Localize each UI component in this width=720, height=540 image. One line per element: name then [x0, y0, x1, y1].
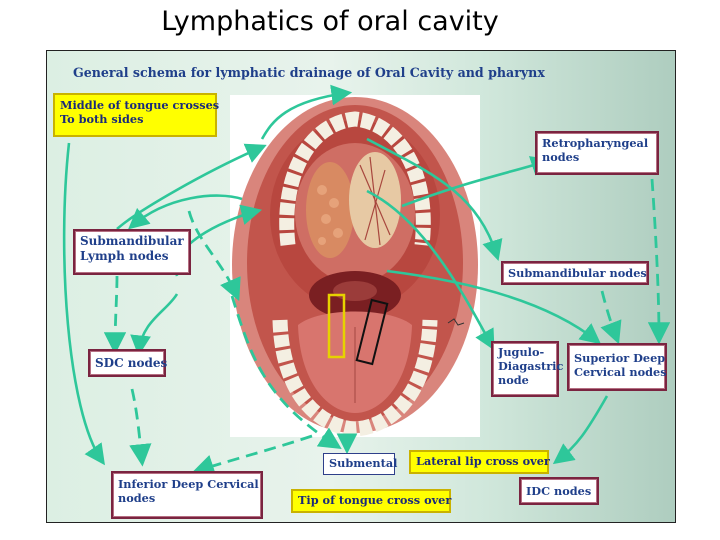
superior-deep-cervical-box: Superior Deep Cervical nodes	[567, 343, 667, 391]
dashed-submandibular-to-sdc	[115, 276, 117, 349]
dashed-upper-to-inner	[189, 211, 237, 296]
arrow-to-submandibular-right	[367, 139, 497, 256]
dashed-submandibular-to-superior	[602, 291, 617, 339]
arrow-left-long	[64, 143, 102, 461]
retropharyngeal-box: Retropharyngeal nodes	[535, 131, 659, 175]
submandibular-left-line2: Lymph nodes	[80, 249, 184, 264]
submandibular-lymph-nodes-box: Submandibular Lymph nodes	[73, 229, 191, 275]
arrow-to-sdc	[139, 294, 177, 351]
dashed-submental-to-inferior	[197, 436, 312, 471]
jugulo-digastric-box: Jugulo- Diagastric node	[491, 341, 559, 397]
idc-line1: IDC nodes	[526, 484, 592, 498]
lateral-lip-line1: Lateral lip cross over	[416, 454, 542, 468]
submental-box: Submental	[323, 453, 395, 475]
retropharyngeal-line1: Retropharyngeal	[542, 136, 652, 150]
sdc-line1: SDC nodes	[95, 356, 159, 371]
slide-title: Lymphatics of oral cavity	[0, 6, 660, 37]
inferior-deep-cervical-box: Inferior Deep Cervical nodes	[111, 471, 263, 519]
arrow-to-retropharyngeal	[402, 161, 547, 206]
arrow-middle-tongue	[262, 93, 347, 139]
jugulo-line3: node	[498, 374, 552, 388]
retropharyngeal-line2: nodes	[542, 150, 652, 164]
submandibular-left-line1: Submandibular	[80, 234, 184, 249]
inferior-deep-line2: nodes	[118, 491, 256, 505]
middle-tongue-line1: Middle of tongue crosses	[60, 98, 210, 112]
submandibular-right-line1: Submandibular nodes	[508, 266, 642, 280]
arrow-to-jugulo	[367, 191, 492, 346]
middle-tongue-line2: To both sides	[60, 112, 210, 126]
superior-deep-line2: Cervical nodes	[574, 365, 660, 379]
jugulo-line1: Jugulo-	[498, 346, 552, 360]
arrow-to-idc	[557, 396, 607, 461]
superior-deep-line1: Superior Deep	[574, 351, 660, 365]
idc-nodes-box: IDC nodes	[519, 477, 599, 505]
inferior-deep-line1: Inferior Deep Cervical	[118, 477, 256, 491]
lateral-lip-box: Lateral lip cross over	[409, 450, 549, 474]
jugulo-line2: Diagastric	[498, 360, 552, 374]
submental-line1: Submental	[329, 456, 389, 470]
diagram-panel: General schema for lymphatic drainage of…	[46, 50, 676, 523]
submandibular-nodes-box: Submandibular nodes	[501, 261, 649, 285]
sdc-nodes-box: SDC nodes	[88, 349, 166, 377]
dashed-sdc-to-inferior	[132, 389, 142, 461]
dashed-retropharyngeal-to-superior	[652, 179, 659, 339]
tip-tongue-box: Tip of tongue cross over	[291, 489, 451, 513]
tip-tongue-line1: Tip of tongue cross over	[298, 493, 444, 507]
dashed-inner-to-submental	[232, 296, 337, 446]
middle-tongue-box: Middle of tongue crosses To both sides	[53, 93, 217, 137]
